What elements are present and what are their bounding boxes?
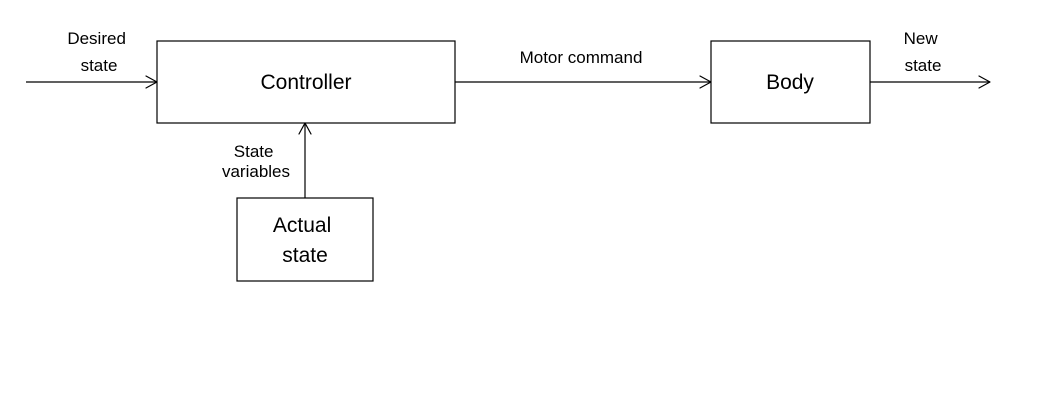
node-actual-state-label: Actual state — [273, 214, 337, 267]
edge-new-state-label-line-2: state — [905, 56, 942, 75]
node-controller: Controller — [156, 40, 456, 124]
edge-state-variables: State variables — [222, 122, 312, 198]
edge-desired-state-label: Desired state — [67, 29, 130, 75]
edge-state-variables-arrowhead — [298, 122, 312, 135]
node-actual-state: Actual state — [236, 197, 374, 282]
edge-motor-command: Motor command — [455, 48, 712, 89]
edge-desired-state-label-line-2: state — [81, 56, 118, 75]
node-controller-label: Controller — [260, 71, 351, 94]
edge-new-state: New state — [870, 29, 991, 89]
edge-state-variables-label-line-2: variables — [222, 162, 290, 181]
node-actual-state-label-line-2: state — [282, 244, 328, 267]
edge-motor-command-label: Motor command — [520, 48, 643, 67]
node-body: Body — [710, 40, 871, 124]
edge-state-variables-label: State variables — [222, 142, 290, 181]
node-controller-box — [156, 40, 456, 124]
node-actual-state-box — [236, 197, 374, 282]
edge-new-state-arrowhead — [978, 75, 991, 89]
edge-new-state-label: New state — [904, 29, 943, 75]
node-body-label: Body — [766, 71, 814, 94]
node-actual-state-label-line-1: Actual — [273, 214, 331, 237]
edge-new-state-label-line-1: New — [904, 29, 939, 48]
edge-state-variables-label-line-1: State — [234, 142, 274, 161]
edge-desired-state-label-line-1: Desired — [67, 29, 126, 48]
edge-desired-state: Desired state — [26, 29, 158, 89]
node-body-box — [710, 40, 871, 124]
